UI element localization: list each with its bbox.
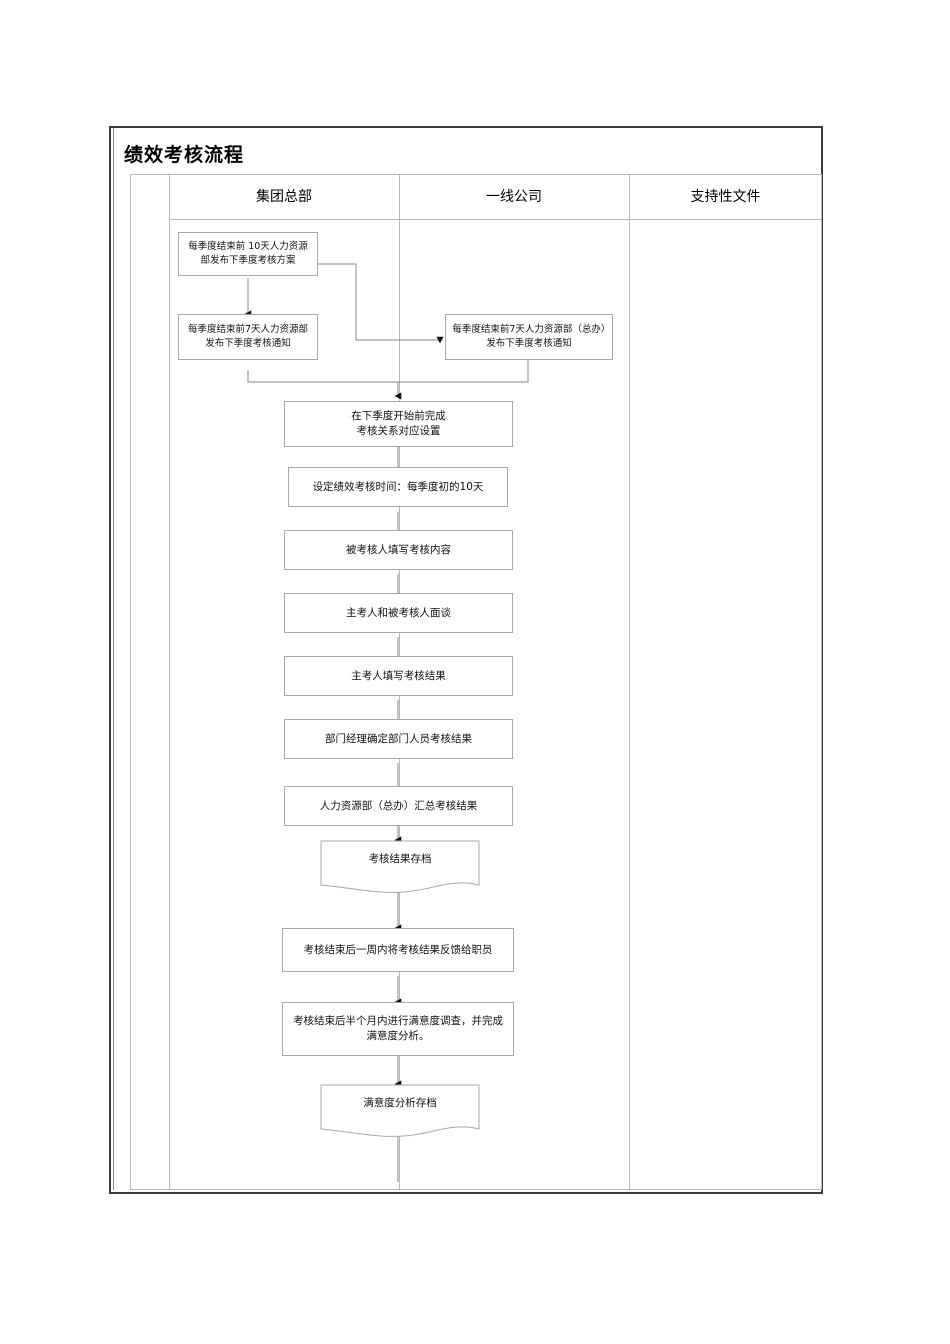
flow-node-n10-label: 人力资源部（总办）汇总考核结果 [319, 799, 478, 812]
flow-node-n14-label: 满意度分析存档 [363, 1097, 437, 1110]
flow-node-n9[interactable]: 部门经理确定部门人员考核结果 [284, 719, 513, 759]
flow-node-n2[interactable]: 每季度结束前7天人力资源部发布下季度考核通知 [178, 314, 318, 360]
flow-node-n6-label: 被考核人填写考核内容 [346, 543, 451, 556]
flow-node-n4[interactable]: 在下季度开始前完成 考核关系对应设置 [284, 401, 513, 447]
flow-node-n11-label: 考核结果存档 [368, 853, 432, 866]
flow-node-n6[interactable]: 被考核人填写考核内容 [284, 530, 513, 570]
flow-node-n9-label: 部门经理确定部门人员考核结果 [325, 732, 472, 745]
flow-node-n11-document[interactable]: 考核结果存档 [320, 840, 480, 898]
page-frame-inner-rule [113, 128, 819, 1190]
column-header-supporting-documents: 支持性文件 [690, 189, 761, 205]
flow-node-n8-label: 主考人填写考核结果 [351, 669, 446, 682]
flow-node-n8[interactable]: 主考人填写考核结果 [284, 656, 513, 696]
flow-node-n1[interactable]: 每季度结束前 10天人力资源部发布下季度考核方案 [178, 232, 318, 276]
flow-node-n1-label: 每季度结束前 10天人力资源部发布下季度考核方案 [188, 241, 308, 266]
column-divider-1 [169, 175, 170, 1189]
flow-node-n14-document[interactable]: 满意度分析存档 [320, 1084, 480, 1142]
header-row-divider [169, 219, 821, 220]
column-header-frontline-company: 一线公司 [486, 189, 542, 205]
flow-node-n7-label: 主考人和被考核人面谈 [346, 606, 451, 619]
flow-node-n13[interactable]: 考核结束后半个月内进行满意度调查，并完成满意度分析。 [282, 1002, 514, 1056]
flow-node-n5-label: 设定绩效考核时间：每季度初的10天 [312, 480, 484, 493]
flow-node-n10[interactable]: 人力资源部（总办）汇总考核结果 [284, 786, 513, 826]
flow-node-n2-label: 每季度结束前7天人力资源部发布下季度考核通知 [187, 324, 309, 349]
flow-node-n3[interactable]: 每季度结束前7天人力资源部（总办）发布下季度考核通知 [445, 314, 613, 360]
flow-node-n7[interactable]: 主考人和被考核人面谈 [284, 593, 513, 633]
column-header-group-hq: 集团总部 [256, 189, 312, 205]
column-divider-3 [629, 175, 630, 1189]
flow-node-n12[interactable]: 考核结束后一周内将考核结果反馈给职员 [282, 928, 514, 972]
flow-node-n5[interactable]: 设定绩效考核时间：每季度初的10天 [288, 467, 508, 507]
flow-node-n4-label: 在下季度开始前完成 考核关系对应设置 [351, 410, 446, 437]
flow-node-n12-label: 考核结束后一周内将考核结果反馈给职员 [303, 943, 493, 956]
flow-node-n13-label: 考核结束后半个月内进行满意度调查，并完成满意度分析。 [293, 1015, 503, 1042]
flow-node-n3-label: 每季度结束前7天人力资源部（总办）发布下季度考核通知 [452, 324, 606, 349]
page-title: 绩效考核流程 [124, 144, 245, 166]
